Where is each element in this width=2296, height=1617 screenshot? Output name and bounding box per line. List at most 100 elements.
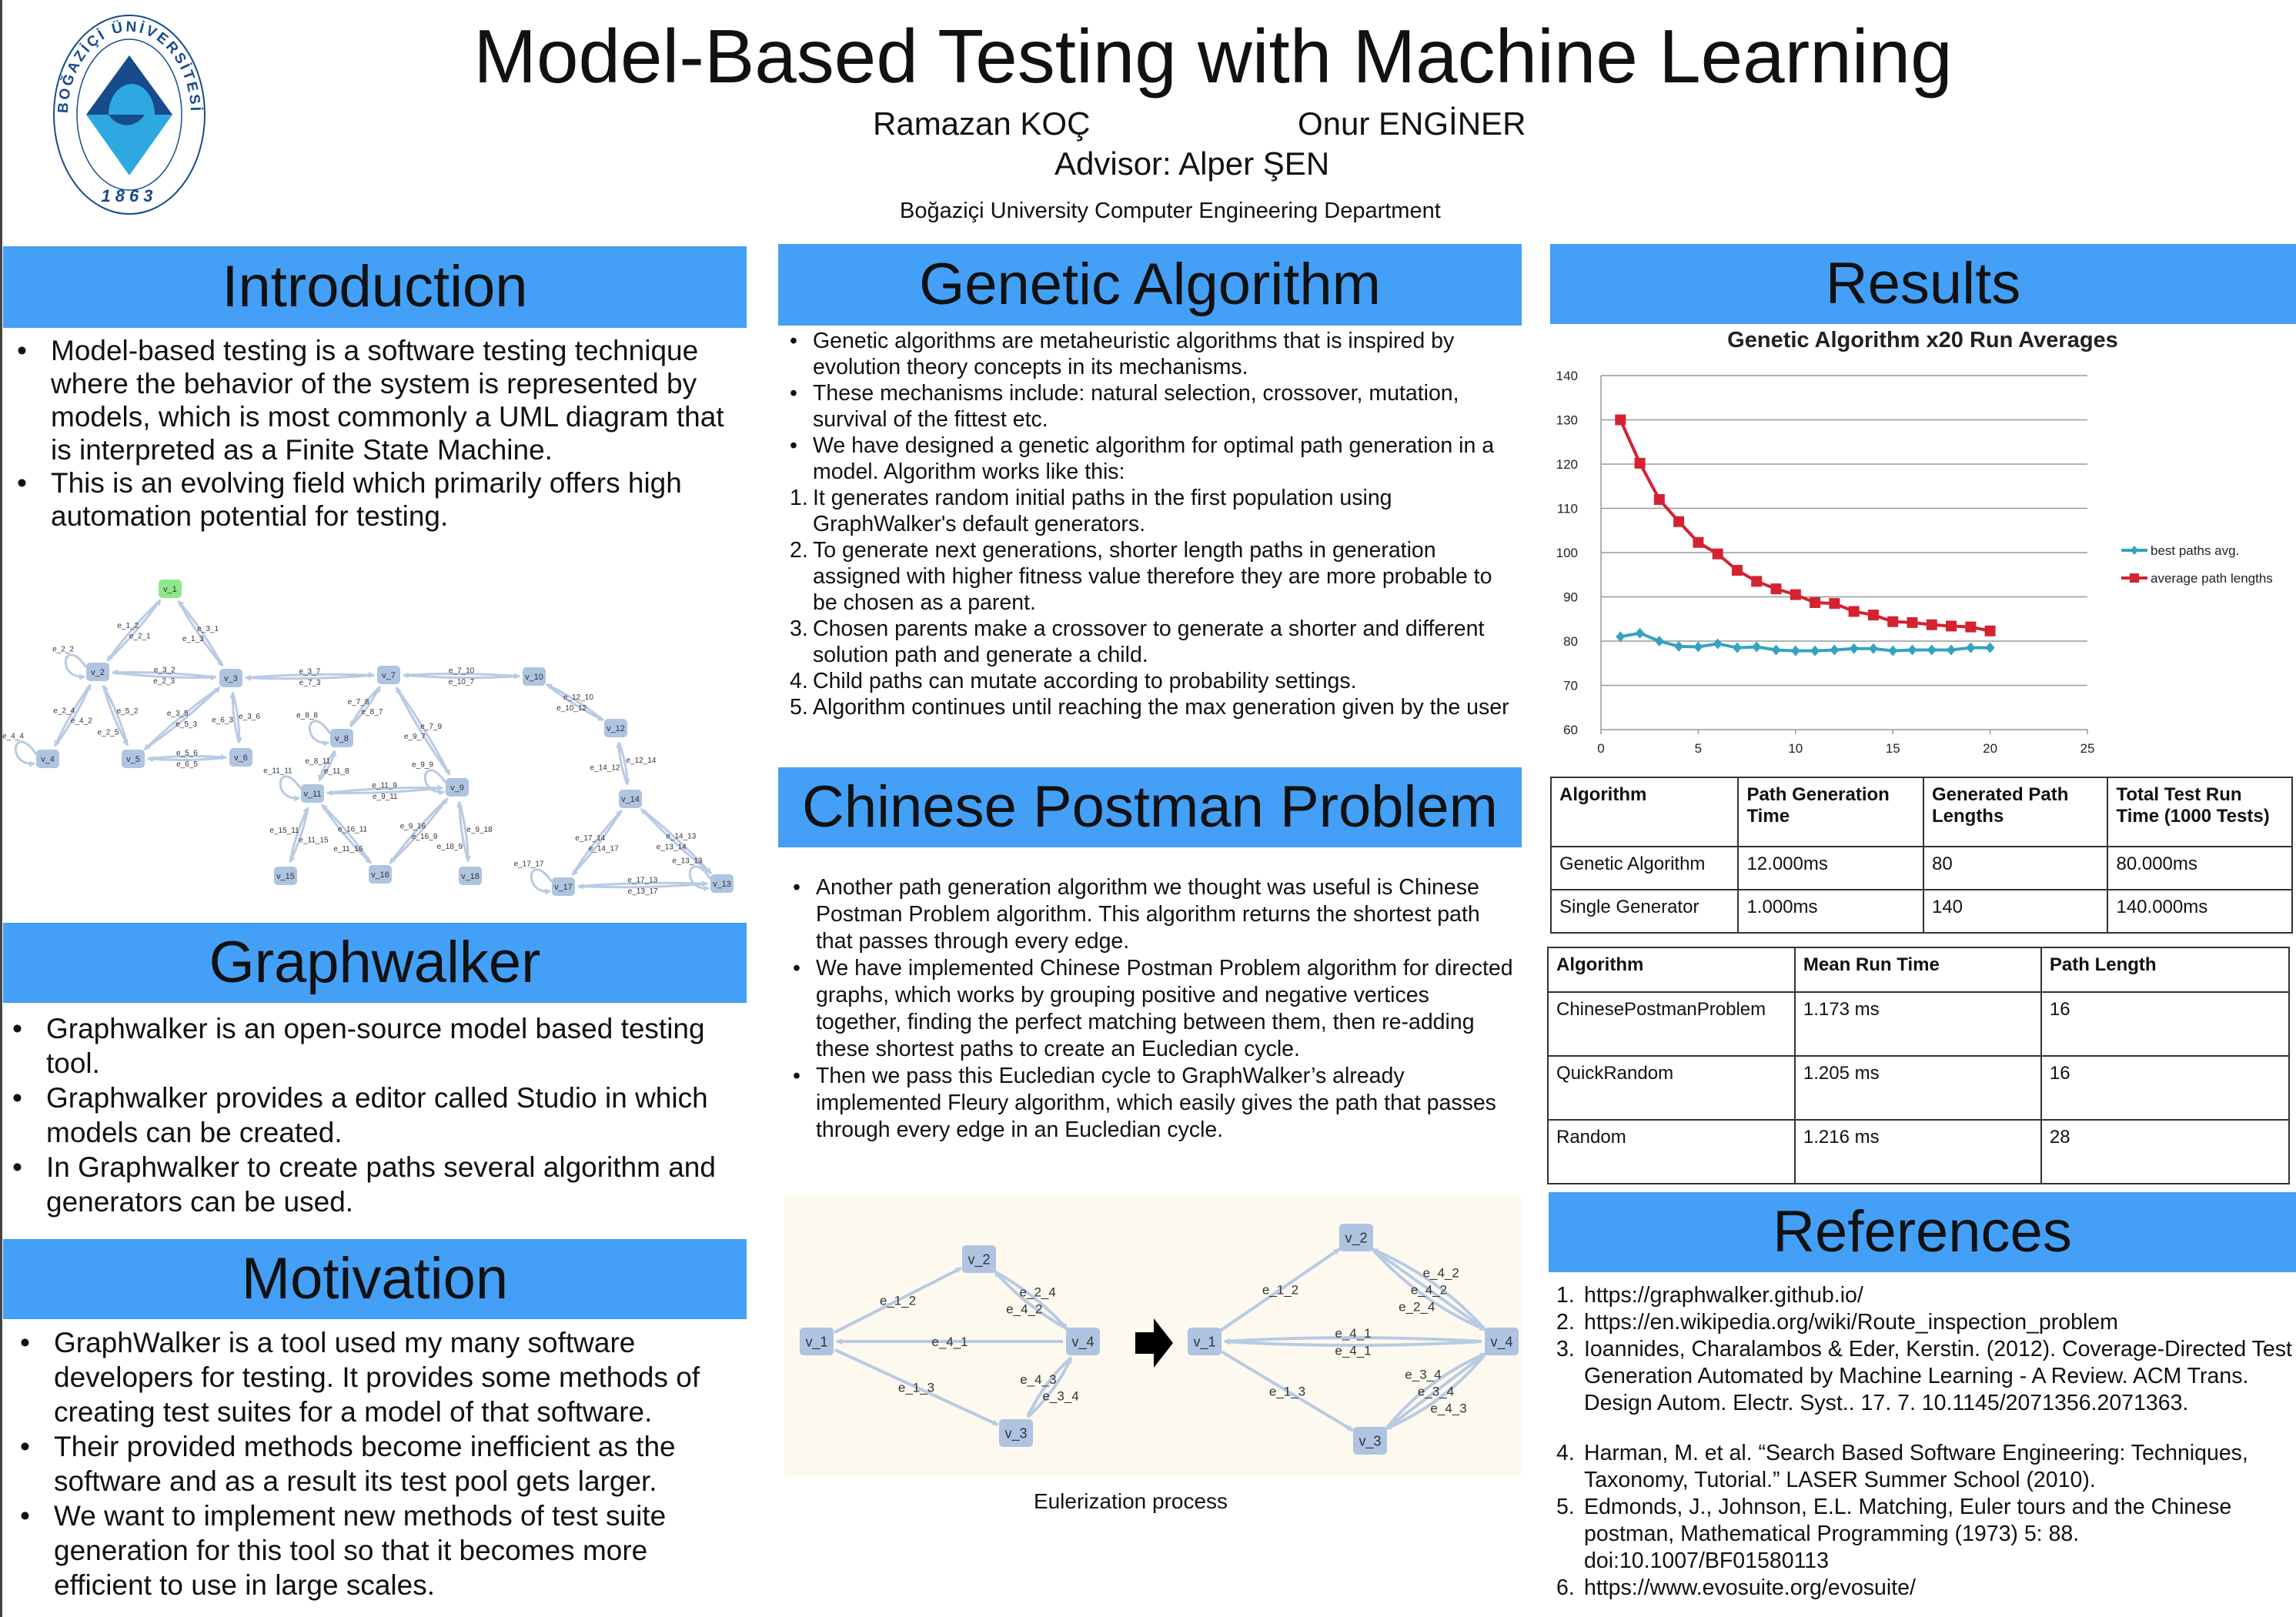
list-number: 4. [1556, 1441, 1575, 1465]
legend-item: best paths avg. [2121, 543, 2239, 558]
table-cell: Single Generator [1549, 889, 1740, 934]
section-header-references: References [1549, 1192, 2296, 1272]
edge-label: e_7_3 [299, 679, 321, 687]
section-header-results: Results [1550, 244, 2296, 324]
bullet-icon: • [793, 1064, 800, 1088]
graph-node: v_2 [1339, 1224, 1373, 1251]
column-header: Path Generation Time [1737, 777, 1924, 847]
edge-label: e_16_11 [338, 825, 368, 834]
introduction-list: •Model-based testing is a software testi… [17, 334, 744, 533]
node-label: v_3 [1359, 1433, 1381, 1449]
graph-node: v_7 [377, 666, 400, 684]
list-item-text: We have implemented Chinese Postman Prob… [816, 956, 1513, 1061]
reference-text[interactable]: https://www.evosuite.org/evosuite/ [1584, 1575, 1916, 1600]
graph-edge [577, 880, 709, 888]
data-point [1635, 627, 1645, 639]
list-item-text: These mechanisms include: natural select… [813, 381, 1459, 432]
edge-label: e_4_1 [1335, 1343, 1371, 1358]
table-cell: 28 [2040, 1119, 2291, 1184]
node-label: v_7 [382, 671, 396, 680]
edge-label: e_4_2 [1423, 1266, 1459, 1281]
graph-edge [14, 740, 38, 767]
table-cell: Genetic Algorithm [1549, 846, 1740, 890]
graph-edge [640, 807, 713, 875]
table-cell: 12.000ms [1737, 846, 1924, 890]
edge-label: e_17_14 [575, 834, 605, 843]
edge-layer [14, 599, 713, 895]
reference-text[interactable]: https://en.wikipedia.org/wiki/Route_insp… [1584, 1310, 2118, 1335]
list-number: 2. [1556, 1310, 1575, 1335]
edge-label: e_9_16 [400, 822, 426, 830]
x-tick-label: 10 [1788, 741, 1803, 756]
references-list: 1.https://graphwalker.github.io/2.https:… [1556, 1282, 2294, 1602]
reference-item: 2. https://en.wikipedia.org/wiki/Route_in… [1556, 1309, 2294, 1336]
section-header-genetic-algorithm: Genetic Algorithm [778, 244, 1522, 326]
x-tick-label: 5 [1695, 741, 1702, 756]
x-tick-label: 25 [2080, 741, 2095, 756]
graph-edge [571, 810, 623, 876]
edge-label: e_11_9 [372, 781, 397, 790]
list-item-text: Child paths can mutate according to prob… [813, 669, 1357, 693]
x-tick-label: 15 [1886, 741, 1900, 756]
list-item-text: GraphWalker is a tool used my many softw… [54, 1327, 700, 1428]
data-point [1868, 643, 1878, 654]
list-item-text: Their provided methods become inefficien… [54, 1431, 676, 1497]
edge-label: e_4_2 [1411, 1283, 1447, 1298]
edge-label: e_1_2 [117, 622, 139, 630]
graph-edge [1224, 1336, 1482, 1345]
data-point [1810, 645, 1820, 656]
graph-node: v_4 [36, 750, 59, 768]
graph-node: v_3 [1353, 1427, 1387, 1455]
node-label: v_4 [41, 755, 55, 764]
graph-edge [1371, 1248, 1486, 1331]
list-number: 2. [790, 538, 808, 563]
graph-edge [994, 1270, 1069, 1331]
graph-edge [395, 687, 451, 776]
graph-edge [1371, 1248, 1487, 1331]
column-header: Generated Path Lengths [1922, 777, 2109, 847]
edge-label: e_3_6 [239, 713, 260, 721]
graph-edge [1026, 1356, 1072, 1418]
edge-label: e_4_3 [1020, 1372, 1056, 1387]
bullet-icon: • [790, 433, 797, 458]
edge-label: e_4_3 [1430, 1402, 1466, 1416]
graph-edge [395, 687, 451, 776]
edge-label: e_5_2 [117, 707, 139, 716]
graph-node: v_15 [274, 867, 297, 885]
table-cell: 16 [2040, 991, 2291, 1057]
list-number: 1. [790, 486, 808, 510]
edge-label: e_18_9 [437, 843, 463, 851]
edge-label: e_15_11 [269, 827, 299, 835]
node-label: v_4 [1490, 1334, 1512, 1350]
series-best-paths-avg [1616, 627, 1995, 656]
list-item-text: We want to implement new methods of test… [54, 1500, 667, 1601]
edge-label: e_5_6 [176, 749, 198, 757]
node-label: v_4 [1071, 1334, 1094, 1350]
list-item-text: Chosen parents make a crossover to gener… [813, 616, 1485, 667]
reference-text[interactable]: https://graphwalker.github.io/ [1584, 1283, 1863, 1308]
edge-label: e_4_1 [1335, 1326, 1371, 1341]
graph-node: v_3 [999, 1419, 1033, 1447]
edge-label: e_11_16 [333, 845, 363, 854]
graphwalker-list: •Graphwalker is an open-source model bas… [12, 1011, 744, 1219]
node-label: v_13 [713, 880, 731, 889]
bullet-icon: • [20, 1500, 30, 1532]
list-item: •This is an evolving field which primari… [17, 466, 744, 533]
list-item-text: It generates random initial paths in the… [813, 486, 1392, 536]
list-item: •Graphwalker provides a editor called St… [12, 1081, 744, 1150]
list-number: 4. [790, 669, 808, 693]
data-point [1927, 644, 1937, 656]
edge-label: e_14_12 [590, 763, 620, 772]
graph-edge [229, 691, 241, 743]
data-point [1946, 620, 1957, 632]
data-point [1947, 644, 1957, 656]
poster-title: Model-Based Testing with Machine Learnin… [473, 14, 1953, 99]
node-label: v_5 [126, 755, 140, 764]
motivation-list: • GraphWalker is a tool used my many soft… [20, 1325, 747, 1602]
graph-edge [546, 683, 604, 722]
edge-label: e_3_1 [197, 625, 219, 633]
graph-edge [834, 1266, 962, 1335]
graph-edge [54, 683, 92, 747]
y-tick-label: 100 [1556, 546, 1578, 560]
